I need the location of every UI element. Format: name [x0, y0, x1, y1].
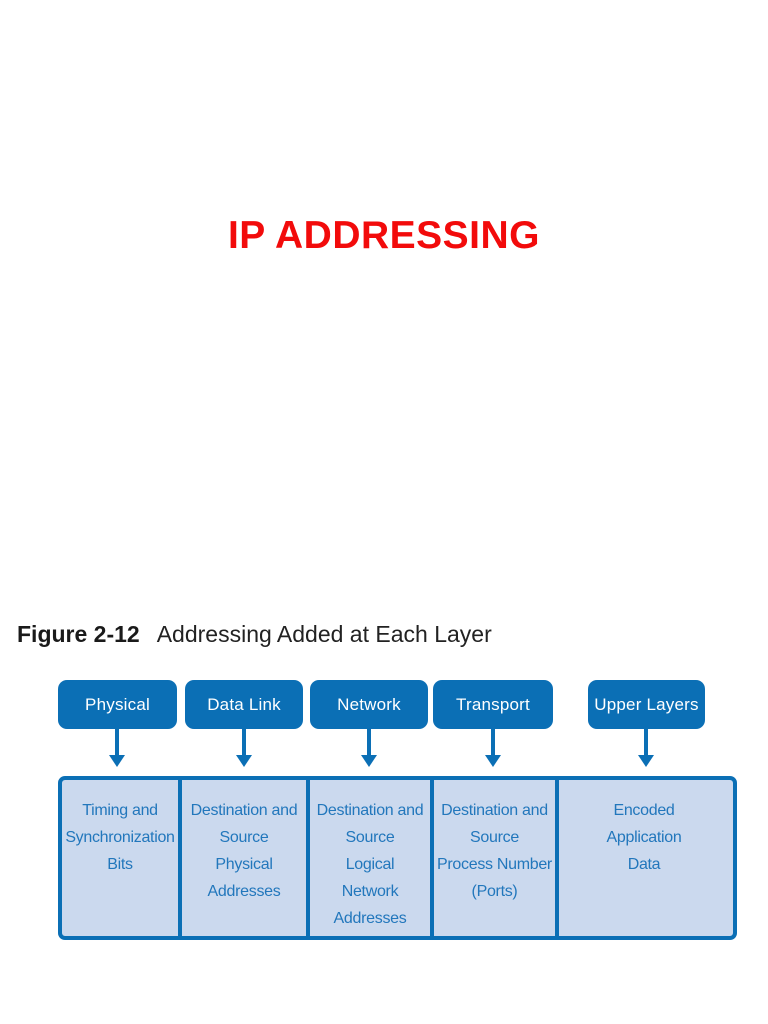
down-arrow-icon [485, 729, 501, 767]
table-cell-upper-layers: Encoded Application Data [555, 780, 729, 936]
layer-box-transport: Transport [433, 680, 553, 729]
table-cell-transport: Destination and Source Process Number (P… [430, 780, 555, 936]
layer-box-physical: Physical [58, 680, 177, 729]
down-arrow-icon [361, 729, 377, 767]
down-arrow-icon [236, 729, 252, 767]
down-arrow-icon [638, 729, 654, 767]
table-cell-physical: Timing and Synchronization Bits [65, 802, 175, 873]
figure-caption: Figure 2-12 Addressing Added at Each Laye… [17, 621, 492, 648]
figure-caption-text: Addressing Added at Each Layer [156, 621, 492, 647]
layer-box-upper-layers: Upper Layers [588, 680, 705, 729]
layer-box-network: Network [310, 680, 428, 729]
down-arrow-icon [109, 729, 125, 767]
table-cell-network: Destination and Source Logical Network A… [306, 780, 430, 936]
page-title: IP ADDRESSING [227, 214, 541, 257]
table-cell-data-link: Destination and Source Physical Addresse… [178, 780, 306, 936]
layer-box-data-link: Data Link [185, 680, 303, 729]
addressing-table: Timing and Synchronization Bits Destinat… [58, 776, 737, 940]
figure-caption-label: Figure 2-12 [17, 621, 140, 647]
